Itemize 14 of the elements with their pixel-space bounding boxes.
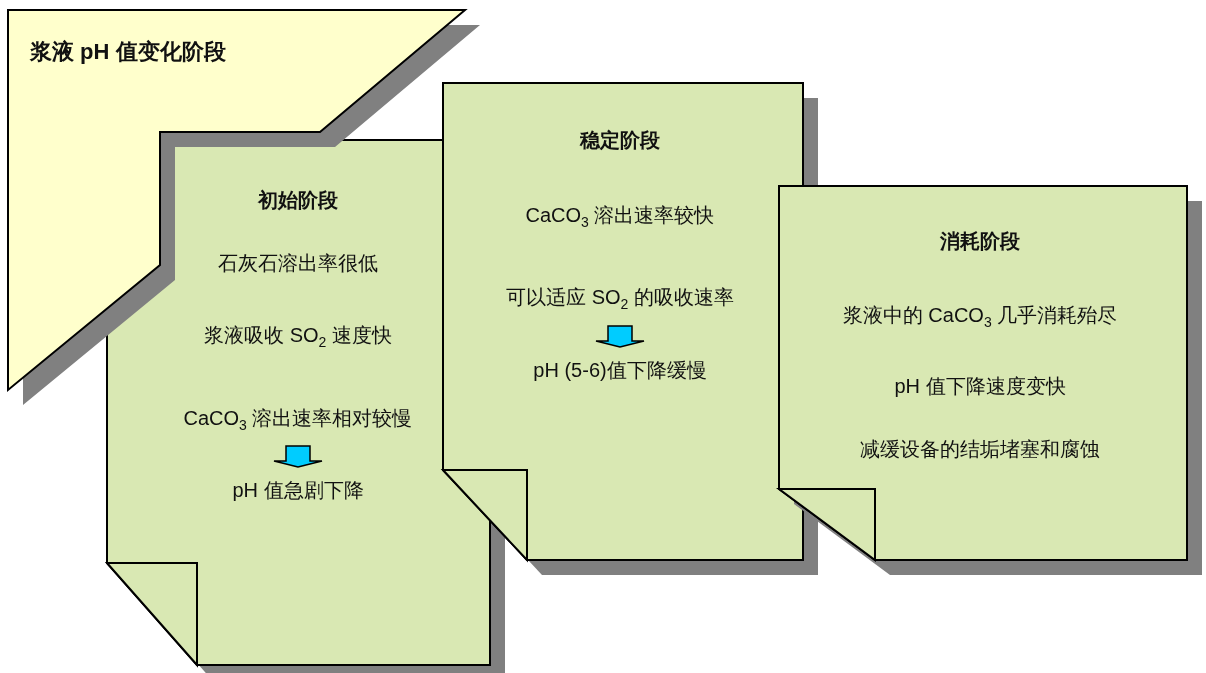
stage-text: 浆液中的 CaCO$_{3}$ 几乎消耗殆尽 [842,303,1118,327]
stage-text: pH 值急剧下降 [232,478,364,502]
stage-text: 石灰石溶出率很低 [218,251,378,275]
stage-text: CaCO$_{3}$ 溶出速率相对较慢 [183,406,413,430]
stage-text: pH 值下降速度变快 [894,374,1066,398]
stage-heading: 初始阶段 [258,188,338,212]
stage-text: CaCO$_{3}$ 溶出速率较快 [525,203,715,227]
stage-text: 浆液吸收 SO$_{2}$ 速度快 [204,323,392,347]
stage-text: 减缓设备的结垢堵塞和腐蚀 [860,437,1100,461]
stage-heading: 稳定阶段 [580,128,660,152]
stage-text: 可以适应 SO$_{2}$ 的吸收速率 [506,285,734,309]
title-text: 浆液 pH 值变化阶段 [30,40,226,64]
stage-heading: 消耗阶段 [940,229,1020,253]
stage-text: pH (5-6)值下降缓慢 [533,358,707,382]
